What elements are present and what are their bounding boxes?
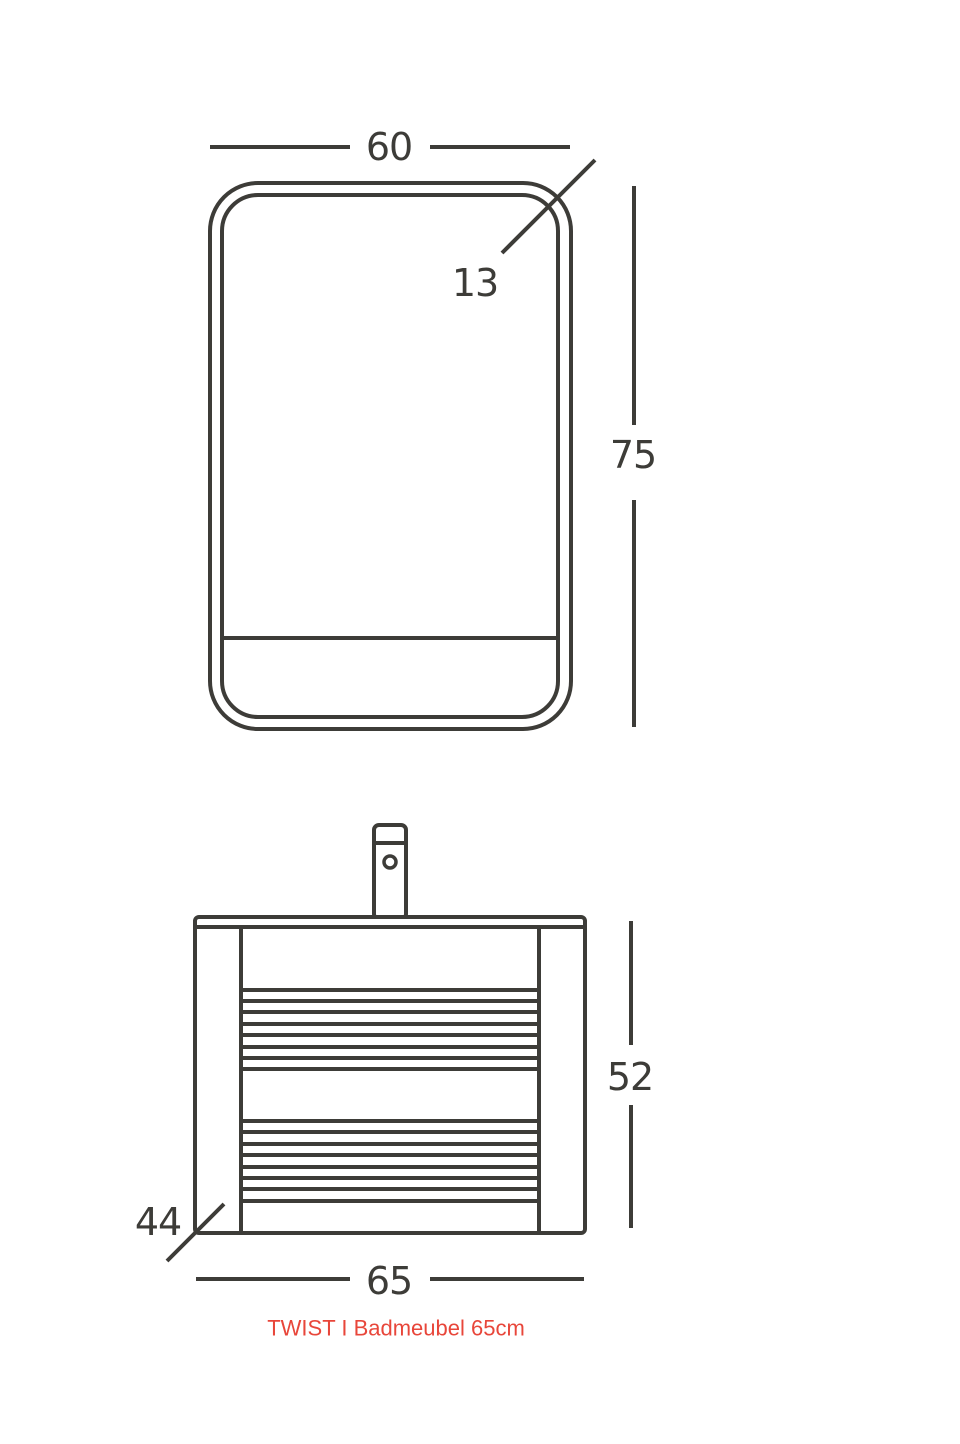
mirror-drawing	[208, 181, 573, 731]
product-caption: TWIST I Badmeubel 65cm	[267, 1316, 525, 1341]
cabinet-height-label: 52	[607, 1055, 653, 1099]
mirror-depth-label: 13	[452, 261, 498, 305]
mirror-inner-frame	[220, 193, 560, 719]
dimension-line	[165, 1202, 226, 1263]
cabinet-height-dimension: 52	[607, 921, 654, 1228]
mirror-width-dimension: 60	[210, 125, 570, 169]
cabinet-drawing	[193, 823, 587, 1235]
faucet-handle	[382, 854, 398, 870]
cabinet-body	[193, 915, 587, 1235]
mirror-height-dimension: 75	[610, 186, 657, 727]
mirror-outer-frame	[208, 181, 573, 731]
cabinet-width-dimension: 65	[196, 1259, 584, 1303]
cabinet-width-label: 65	[366, 1259, 412, 1303]
drawer-slats	[241, 988, 539, 1203]
faucet	[372, 823, 408, 921]
dimension-line	[500, 158, 597, 255]
mirror-height-label: 75	[610, 433, 656, 477]
cabinet-depth-label: 44	[135, 1200, 181, 1244]
mirror-width-label: 60	[366, 125, 412, 169]
mirror-depth-dimension: 13	[452, 158, 597, 305]
cabinet-depth-dimension: 44	[135, 1200, 226, 1263]
